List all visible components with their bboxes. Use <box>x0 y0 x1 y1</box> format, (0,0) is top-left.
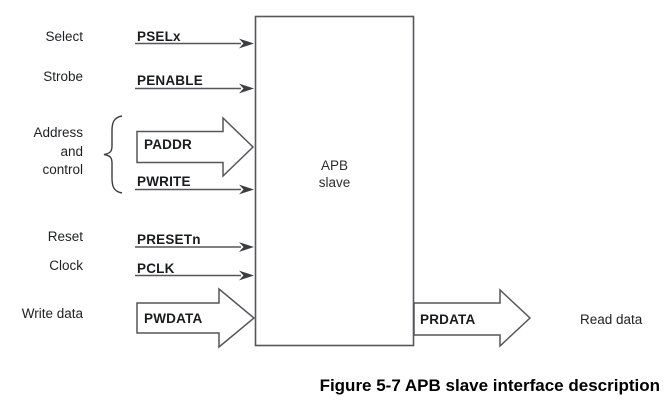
label-control: control <box>42 162 83 177</box>
signal-pclk: PCLK <box>137 261 175 276</box>
block-title-line1: APB <box>320 158 348 173</box>
label-write-data: Write data <box>21 306 83 321</box>
signal-pwdata: PWDATA <box>144 311 203 326</box>
signal-penable: PENABLE <box>137 73 203 88</box>
pclk-arrowhead-icon <box>239 270 254 281</box>
pwrite-arrowhead-icon <box>239 184 254 195</box>
prdata-bus-arrow <box>413 288 532 348</box>
label-address: Address <box>33 125 83 140</box>
signal-presetn: PRESETn <box>137 232 201 247</box>
paddr-bus-arrow <box>136 116 255 178</box>
label-clock: Clock <box>49 258 83 273</box>
signal-paddr: PADDR <box>144 137 192 152</box>
signal-pwrite: PWRITE <box>137 174 191 189</box>
presetn-arrowhead-icon <box>239 242 254 252</box>
apb-slave-block-label: APB slave <box>255 158 414 191</box>
figure-caption: Figure 5-7 APB slave interface descripti… <box>319 376 660 395</box>
signal-prdata: PRDATA <box>420 312 476 327</box>
label-strobe: Strobe <box>43 69 83 84</box>
signal-pselx: PSELx <box>137 29 181 44</box>
label-and: and <box>60 144 83 159</box>
pselx-arrowhead-icon <box>239 38 254 49</box>
label-read-data: Read data <box>580 312 643 327</box>
penable-arrowhead-icon <box>239 83 254 94</box>
apb-slave-block <box>254 15 415 347</box>
pwdata-bus-arrow <box>136 287 256 349</box>
block-title-line2: slave <box>318 174 351 190</box>
label-reset: Reset <box>47 229 83 244</box>
label-select: Select <box>45 29 83 44</box>
address-control-brace <box>103 115 123 194</box>
